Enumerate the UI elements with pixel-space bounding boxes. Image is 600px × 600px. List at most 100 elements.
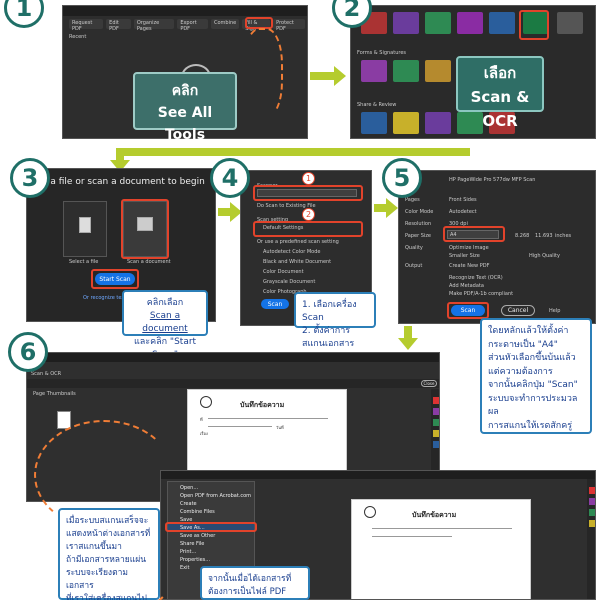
step6-menu-doc-rule2 [372,536,452,537]
step5-scan-highlight [447,302,489,319]
step2-tool-export[interactable] [489,12,515,34]
step5-size-unit: inches [555,233,572,239]
step6-menu-print[interactable]: Print... [180,549,197,555]
step2-tool-combine[interactable] [393,12,419,34]
step5-cancel-button[interactable]: Cancel [501,305,535,316]
step6-menu-exit[interactable]: Exit [180,565,190,571]
step1-tool-6[interactable]: Protect PDF [273,19,305,32]
step3-scan-highlight[interactable] [121,199,169,259]
step5-value-color[interactable]: Autodetect [449,209,477,215]
step6-callout-left-text: เมื่อระบบสแกนเสร็จจะ แสดงหน้าต่างเอกสารท… [66,516,151,600]
step4-scan-button[interactable]: Scan [261,299,289,309]
step6-menu-save-other[interactable]: Save as Other [180,533,216,539]
step6-title: Scan & OCR [31,371,62,377]
step1-tool-0[interactable]: Request PDF [69,19,104,32]
step5-label-quality: Quality [405,245,423,251]
step5-value-pages[interactable]: Front Sides [449,197,477,203]
step6-menu-right-sidebar [587,479,595,599]
step2-tool-comments[interactable] [393,112,419,134]
step6-menu-side-3[interactable] [588,509,595,516]
step1-tool-1[interactable]: Edit PDF [106,19,131,32]
step4-scanner-select[interactable] [257,189,357,197]
step5-label-pages: Pages [405,197,420,203]
arrow-2-to-3-down [110,148,130,172]
step5-optimize[interactable]: Optimize Image [449,245,489,251]
step6-menu-side-4[interactable] [588,520,595,527]
step5-label-color: Color Mode [405,209,434,215]
step2-tool-scan-ocr[interactable] [523,12,549,34]
step6-save-as-highlight [165,522,257,532]
step6-garuda-emblem [200,396,212,408]
step3-start-scan-highlight[interactable] [91,269,139,289]
step2-tool-measure[interactable] [489,112,515,134]
arrow-3-to-4 [218,202,242,222]
step6-menu-open-acrobat[interactable]: Open PDF from Acrobat.com [180,493,252,499]
step5-value-output[interactable]: Create New PDF [449,263,490,269]
step4-option-0[interactable]: Autodetect Color Mode [263,249,321,255]
step4-scan-setting-label: Scan setting [257,217,289,223]
step1-tool-2[interactable]: Organize Pages [133,19,175,32]
step6-side-icon-2[interactable] [432,408,439,415]
step6-side-icon-1[interactable] [432,397,439,404]
step6-menu-combine[interactable]: Combine Files [180,509,215,515]
step2-tool-stamp[interactable] [425,112,451,134]
step6-menu-create[interactable]: Create [180,501,197,507]
step6-menu-save-as[interactable]: Save As... [168,524,254,532]
step4-setting-highlight [253,221,363,237]
step6-side-icon-5[interactable] [432,441,439,448]
step5-size-w[interactable]: 8.268 [515,233,530,239]
step6-menu-doc-page: บันทึกข้อความ [351,499,531,599]
step3-scan-doc-label: Scan a document [127,259,171,265]
step1-callout: คลิก See All Tools [133,72,237,143]
step4-default-radio[interactable]: Default Settings [263,225,304,231]
step6-side-icon-4[interactable] [432,430,439,437]
step4-scan-to-label[interactable]: Do Scan to Existing File [257,203,316,209]
step2-tool-compare[interactable] [457,112,483,134]
step6-menu-side-2[interactable] [588,498,595,505]
step2-tool-edit[interactable] [457,12,483,34]
step5-callout-text: ใดยหลักแล้วให้ตั้งค่า กระดาษเป็น "A4" ส่… [488,326,578,431]
step5-value-res[interactable]: 300 dpi [449,221,468,227]
step6-menu-titlebar [161,471,595,479]
step4-option-1[interactable]: Black and White Document [263,259,332,265]
step2-tool-organize[interactable] [425,12,451,34]
step2-tool-certificates[interactable] [425,60,451,82]
step2-tool-rich-media[interactable] [557,12,583,34]
step5-recognize[interactable]: Recognize Text (OCR) [449,275,503,281]
step3-callout: คลิกเลือก Scan a document และคลิก "Start… [122,290,208,360]
step4-callout-l1: 1. เลือกเครื่อง Scan [302,300,357,323]
step1-tool-3[interactable]: Export PDF [177,19,208,32]
step6-menu-open[interactable]: Open... [180,485,199,491]
step3-recognize-link[interactable]: Or recognize text in a file [83,295,147,301]
step6-menu-side-1[interactable] [588,487,595,494]
step4-option-3[interactable]: Grayscale Document [263,279,316,285]
step6-side-icon-3[interactable] [432,419,439,426]
step2-tool-fill-sign[interactable] [361,60,387,82]
step2-tool-share[interactable] [361,112,387,134]
step6-close-button[interactable]: Close [421,380,437,387]
step5-pdfa[interactable]: Make PDF/A-1b compliant [449,291,514,297]
step6-number: 6 [8,332,48,372]
step3-start-scan-button[interactable]: Start Scan [95,273,135,285]
step2-tool-prepare-form[interactable] [393,60,419,82]
step3-scan-doc-card[interactable] [123,201,167,257]
step5-scan-button[interactable]: Scan [451,305,485,316]
step6-menu-save[interactable]: Save [180,517,193,523]
step1-tool-4[interactable]: Combine [210,19,240,29]
step3-screenshot: lect a file or scan a document to begin … [26,168,216,322]
step3-file-icon [79,217,91,233]
step6-toolbar [27,379,439,388]
step5-help[interactable]: Help [549,308,561,314]
step2-top-tools [357,12,593,40]
step5-metadata[interactable]: Add Metadata [449,283,484,289]
step6-menu-share[interactable]: Share File [180,541,205,547]
step1-tool-5[interactable]: Fill & Sign [242,19,271,32]
step2-scan-highlight[interactable] [519,10,549,40]
step5-paper-select[interactable] [447,230,499,239]
step4-option-4[interactable]: Color Photograph [263,289,307,295]
step4-option-2[interactable]: Color Document [263,269,304,275]
step5-size-h[interactable]: 11.693 [535,233,553,239]
step4-badge-2: 2 [302,208,315,221]
step6-menu-properties[interactable]: Properties... [180,557,211,563]
